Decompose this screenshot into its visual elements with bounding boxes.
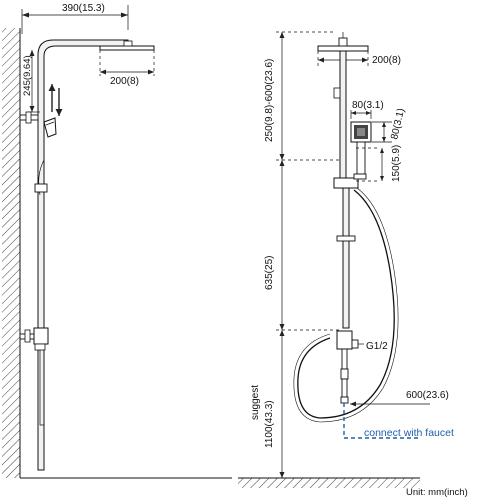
upper-wall-bracket bbox=[19, 111, 39, 124]
left-head-width-label: 200(8) bbox=[110, 76, 139, 87]
floor-hatch bbox=[238, 478, 420, 488]
upper-riser bbox=[339, 50, 347, 180]
slide-adjust-arrows bbox=[48, 84, 63, 116]
right-rain-head bbox=[317, 32, 369, 52]
install-height-label: 1100(43.3) bbox=[264, 400, 275, 448]
handset-dimensions bbox=[350, 110, 392, 182]
lower-riser bbox=[342, 187, 350, 329]
handset-width-label: 80(3.1) bbox=[352, 100, 384, 111]
hose-length-label: 600(23.6) bbox=[406, 390, 449, 401]
right-head-width-label: 200(8) bbox=[372, 55, 401, 66]
handset-height-label: 150(5.9) bbox=[391, 145, 402, 182]
wall-hatch bbox=[2, 28, 20, 478]
left-side-view: 390(15.3) 200(8) 245(9.64) bbox=[2, 3, 232, 479]
left-hose bbox=[39, 350, 45, 426]
left-hand-shower bbox=[38, 117, 57, 196]
left-rain-head bbox=[99, 45, 155, 51]
bracket-height-label: 245(9.64) bbox=[22, 55, 33, 96]
left-shower-riser bbox=[37, 39, 155, 471]
handset-depth-label: 80(3.1) bbox=[389, 107, 407, 140]
top-width-dimension bbox=[21, 5, 129, 34]
bar-length-label: 635(25) bbox=[264, 256, 275, 290]
bracket-height-dimension bbox=[28, 50, 40, 113]
arm-height-label: 250(9.8)-600(23.6) bbox=[264, 59, 275, 142]
thread-label: G1/2 bbox=[366, 341, 388, 352]
lower-wall-bracket bbox=[19, 327, 49, 351]
top-width-label: 390(15.3) bbox=[62, 3, 105, 14]
right-diverter bbox=[336, 330, 359, 404]
left-head-dimension bbox=[99, 50, 155, 76]
unit-note: Unit: mm(inch) bbox=[406, 487, 468, 498]
vertical-dimension-chain bbox=[279, 32, 285, 478]
right-hose bbox=[297, 189, 395, 419]
right-front-view: 250(9.8)-600(23.6) 635(25) suggest 1100(… bbox=[238, 31, 454, 488]
faucet-connection bbox=[343, 403, 420, 439]
riser-connector bbox=[333, 177, 359, 189]
right-hand-shower bbox=[350, 121, 372, 180]
connect-note: connect with faucet bbox=[364, 427, 454, 439]
install-note-label: suggest bbox=[250, 385, 261, 420]
left-slider-block bbox=[34, 183, 48, 193]
